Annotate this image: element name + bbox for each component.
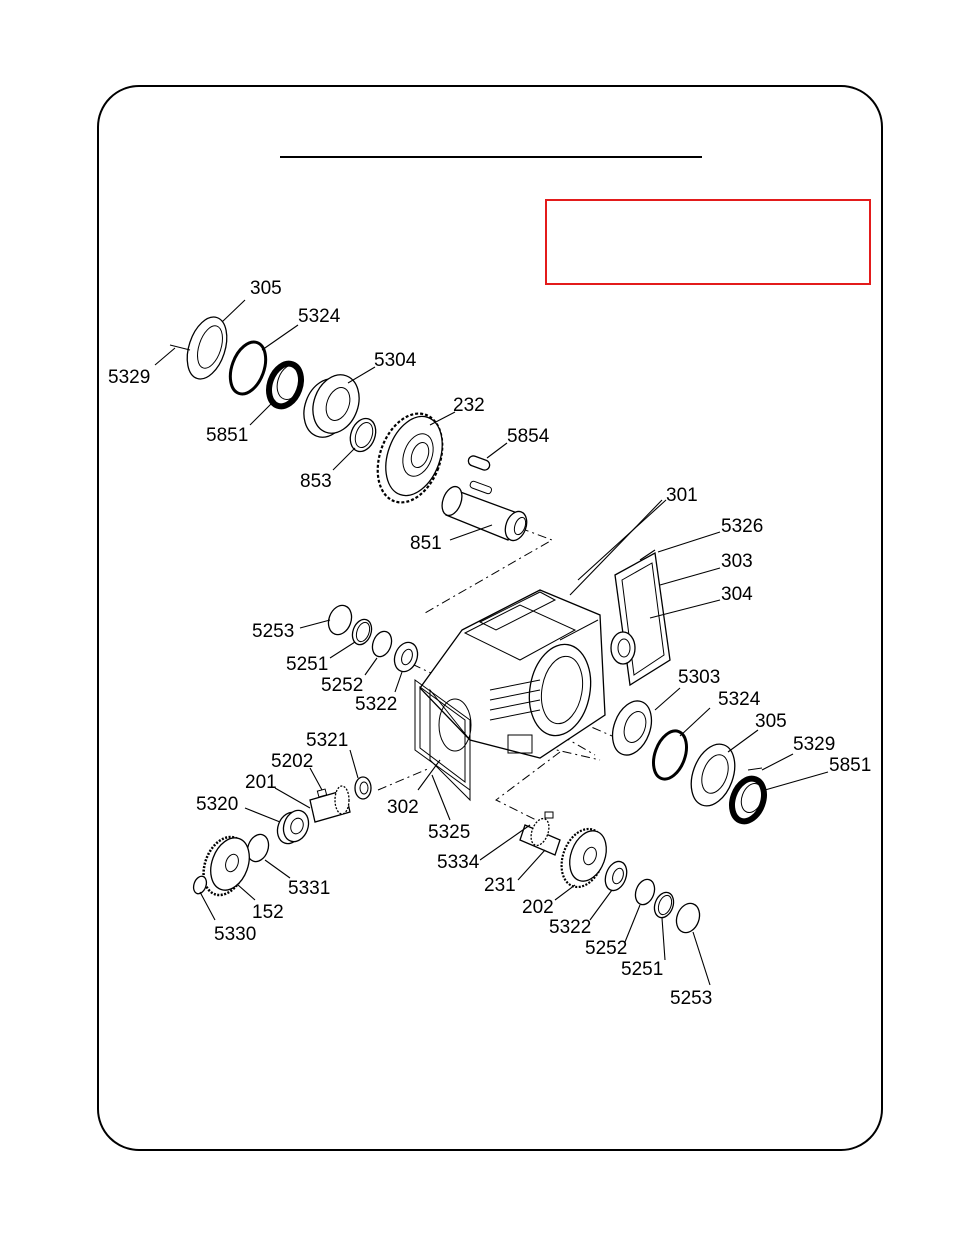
label-5851-top: 5851 <box>206 425 248 446</box>
label-851: 851 <box>410 533 442 554</box>
part-305-cover-right <box>690 743 763 807</box>
part-304-seal-right <box>610 631 636 665</box>
label-152: 152 <box>252 902 284 923</box>
label-5326: 5326 <box>721 516 763 537</box>
label-5202: 5202 <box>271 751 313 772</box>
part-851-shaft <box>441 480 528 542</box>
label-5854: 5854 <box>507 426 550 447</box>
label-5321: 5321 <box>306 730 348 751</box>
label-202: 202 <box>522 897 554 918</box>
part-5252-shim-bottom <box>634 878 656 906</box>
label-5324-top: 5324 <box>298 306 341 327</box>
part-number-labels: 305 5324 5329 5304 5851 232 5854 853 851… <box>108 278 871 1009</box>
part-303-cover-plate <box>614 549 671 687</box>
part-201-pinion <box>309 785 351 823</box>
label-201: 201 <box>245 772 277 793</box>
label-853: 853 <box>300 471 332 492</box>
label-5304: 5304 <box>374 350 417 371</box>
part-232-gear-top <box>376 412 444 504</box>
label-5331: 5331 <box>288 878 330 899</box>
label-5322-left: 5322 <box>355 694 397 715</box>
label-304: 304 <box>721 584 753 605</box>
part-5320-bearing <box>276 809 310 845</box>
part-5854-key <box>467 455 491 471</box>
part-152-gear <box>202 835 250 897</box>
part-5851-seal-top <box>266 360 304 410</box>
part-231-shaft <box>519 811 561 856</box>
label-302: 302 <box>387 797 419 818</box>
label-5251-left: 5251 <box>286 654 328 675</box>
leader-lines <box>154 299 829 986</box>
part-5851-seal-right <box>729 775 767 825</box>
label-232: 232 <box>453 395 485 416</box>
label-231: 231 <box>484 875 516 896</box>
label-5334: 5334 <box>437 852 480 873</box>
label-5303: 5303 <box>678 667 720 688</box>
part-302-gasket <box>414 679 471 791</box>
label-5253-left: 5253 <box>252 621 294 642</box>
part-5324-circlip-top <box>228 340 268 396</box>
part-5304-bearing-top <box>303 374 360 438</box>
part-5252-shim-left <box>371 630 393 658</box>
label-305-right: 305 <box>755 711 787 732</box>
part-5322-bearing-bottom <box>604 860 628 892</box>
label-5320: 5320 <box>196 794 238 815</box>
label-5330: 5330 <box>214 924 256 945</box>
label-5851-right: 5851 <box>829 755 871 776</box>
label-5329-top: 5329 <box>108 367 150 388</box>
part-5303-bearing-right <box>611 700 653 756</box>
label-303: 303 <box>721 551 753 572</box>
part-305-cover-top <box>169 316 228 380</box>
part-5330-ring <box>192 875 208 895</box>
part-5324-circlip-right <box>652 729 688 781</box>
part-5331-ring <box>246 833 270 863</box>
label-5322-bottom: 5322 <box>549 917 591 938</box>
part-301-housing <box>419 589 606 802</box>
note-box <box>545 199 871 285</box>
label-5324-right: 5324 <box>718 689 761 710</box>
label-5325: 5325 <box>428 822 470 843</box>
label-5252-bottom: 5252 <box>585 938 627 959</box>
page-frame <box>97 85 883 1151</box>
part-5321-bearing <box>354 776 372 800</box>
part-5253-cap-left <box>327 604 353 636</box>
title-underline <box>280 156 702 158</box>
label-305-top: 305 <box>250 278 282 299</box>
part-5322-bearing-left <box>393 641 419 673</box>
label-5329-right: 5329 <box>793 734 835 755</box>
label-5252-left: 5252 <box>321 675 363 696</box>
part-202-gear <box>560 827 607 889</box>
part-5253-cap-bottom <box>675 902 701 934</box>
label-5251-bottom: 5251 <box>621 959 663 980</box>
part-853-ring-top <box>349 417 377 453</box>
part-5251-ring-bottom <box>653 891 675 919</box>
label-5253-bottom: 5253 <box>670 988 712 1009</box>
label-301: 301 <box>666 485 698 506</box>
part-5251-ring-left <box>351 618 373 646</box>
